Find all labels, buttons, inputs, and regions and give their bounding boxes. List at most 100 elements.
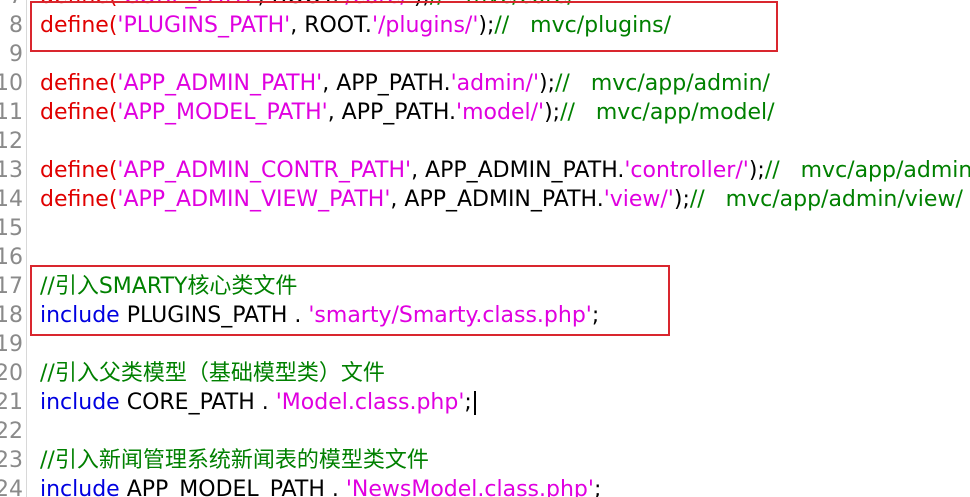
line-number: 22 (0, 419, 23, 444)
code-token-cst: ); (539, 71, 556, 96)
code-line[interactable]: 22 (0, 417, 970, 446)
code-token-fn: define( (40, 13, 118, 38)
line-number: 21 (0, 390, 23, 415)
code-line[interactable]: 11 define('APP_MODEL_PATH', APP_PATH.'mod… (0, 98, 970, 127)
highlight-box-smarty-include (30, 265, 670, 336)
code-token-str: 'Model.class.php' (275, 390, 465, 415)
code-token-cst: , APP_PATH. (327, 100, 457, 125)
code-line[interactable]: 18 include PLUGINS_PATH . 'smarty/Smarty.… (0, 301, 970, 330)
line-number: 17 (0, 274, 23, 299)
code-token-cmt: // mvc/app/admin/view/ (689, 187, 963, 212)
code-token-str: '/plugins/' (371, 13, 479, 38)
code-token-kw: include (40, 303, 120, 328)
code-token-str: 'APP_MODEL_PATH' (117, 100, 328, 125)
code-token-cmt: //引入父类模型（基础模型类）文件 (40, 361, 385, 386)
code-token-cst: ); (414, 0, 430, 9)
code-text[interactable]: //引入新闻管理系统新闻表的模型类文件 (40, 446, 429, 475)
line-number: 19 (0, 332, 23, 357)
code-token-str: 'smarty/Smarty.class.php' (308, 303, 592, 328)
line-number: 11 (0, 100, 23, 125)
code-token-cst: ); (544, 100, 561, 125)
code-token-cst: ); (748, 158, 765, 183)
code-token-cst: , APP_ADMIN_PATH. (411, 158, 625, 183)
code-line[interactable]: 15 (0, 214, 970, 243)
code-text[interactable]: //引入父类模型（基础模型类）文件 (40, 359, 385, 388)
code-token-cst: APP_MODEL_PATH . (119, 477, 346, 497)
code-token-cst: ; (593, 477, 602, 497)
code-line[interactable]: 13 define('APP_ADMIN_CONTR_PATH', APP_ADM… (0, 156, 970, 185)
code-line[interactable]: 10 define('APP_ADMIN_PATH', APP_PATH.'adm… (0, 69, 970, 98)
line-number: 10 (0, 71, 23, 96)
line-number-gutter (0, 0, 26, 497)
line-number: 14 (0, 187, 23, 212)
code-token-fn: define( (40, 0, 117, 9)
code-token-cst: , ROOT. (290, 13, 372, 38)
code-line[interactable]: 8 define('PLUGINS_PATH', ROOT.'/plugins/'… (0, 11, 970, 40)
gutter-divider (26, 0, 27, 497)
code-line[interactable]: 17 //引入SMARTY核心类文件 (0, 272, 970, 301)
code-line[interactable]: 16 (0, 243, 970, 272)
line-number: 18 (0, 303, 23, 328)
code-token-cmt: //引入SMARTY核心类文件 (40, 274, 298, 299)
code-token-cst: ); (673, 187, 690, 212)
code-line[interactable]: 20 //引入父类模型（基础模型类）文件 (0, 359, 970, 388)
code-token-fn: define( (40, 100, 118, 125)
code-token-str: 'CORE_PATH' (117, 0, 257, 9)
code-token-cst: ; (591, 303, 600, 328)
code-token-cst: ); (478, 13, 495, 38)
code-token-cst: ; (464, 390, 472, 415)
code-text[interactable]: define('APP_ADMIN_VIEW_PATH', APP_ADMIN_… (40, 185, 963, 214)
code-token-str: 'APP_ADMIN_CONTR_PATH' (117, 158, 412, 183)
code-text[interactable]: define('APP_ADMIN_PATH', APP_PATH.'admin… (40, 69, 770, 98)
code-token-cst: PLUGINS_PATH . (119, 303, 309, 328)
line-number: 9 (9, 42, 23, 67)
text-cursor (473, 391, 476, 415)
code-token-cmt: // mvc/core/ (430, 0, 575, 9)
line-number: 16 (0, 245, 23, 270)
code-token-cst: CORE_PATH . (119, 390, 276, 415)
code-token-str: 'view/' (603, 187, 674, 212)
code-token-str: 'NewsModel.class.php' (345, 477, 594, 497)
code-token-cst: , ROOT. (258, 0, 340, 9)
code-token-cmt: // mvc/app/model/ (560, 100, 775, 125)
code-token-kw: include (40, 390, 120, 415)
code-text[interactable]: include PLUGINS_PATH . 'smarty/Smarty.cl… (40, 301, 599, 330)
code-token-str: 'controller/' (624, 158, 749, 183)
code-line[interactable]: 9 (0, 40, 970, 69)
line-number: 20 (0, 361, 23, 386)
code-token-cst: , APP_PATH. (322, 71, 451, 96)
code-line[interactable]: 14 define('APP_ADMIN_VIEW_PATH', APP_ADMI… (0, 185, 970, 214)
code-token-cmt: //引入新闻管理系统新闻表的模型类文件 (40, 448, 429, 473)
code-token-str: 'PLUGINS_PATH' (117, 13, 291, 38)
code-text[interactable]: //引入SMARTY核心类文件 (40, 272, 297, 301)
code-line[interactable]: 21 include CORE_PATH . 'Model.class.php'; (0, 388, 970, 417)
code-token-str: 'model/' (456, 100, 545, 125)
code-text[interactable]: include CORE_PATH . 'Model.class.php'; (40, 388, 476, 417)
code-text[interactable]: define('APP_ADMIN_CONTR_PATH', APP_ADMIN… (40, 156, 970, 185)
highlight-box-plugins-define (30, 1, 778, 52)
code-token-cmt: // mvc/app/admin/ (555, 71, 770, 96)
line-number: 13 (0, 158, 23, 183)
line-number: 23 (0, 448, 23, 473)
line-number: 15 (0, 216, 23, 241)
code-token-str: 'APP_ADMIN_VIEW_PATH' (117, 187, 391, 212)
code-line[interactable]: 19 (0, 330, 970, 359)
code-line[interactable]: 7define('CORE_PATH', ROOT.'/core/');// m… (0, 0, 970, 11)
code-text[interactable]: include APP_MODEL_PATH . 'NewsModel.clas… (40, 475, 601, 497)
line-number: 8 (9, 13, 23, 38)
code-token-str: 'admin/' (450, 71, 540, 96)
code-line[interactable]: 12 (0, 127, 970, 156)
code-text[interactable]: define('CORE_PATH', ROOT.'/core/');// mv… (40, 0, 575, 11)
code-line[interactable]: 23 //引入新闻管理系统新闻表的模型类文件 (0, 446, 970, 475)
code-token-cmt: // mvc/app/admin/controller/ (764, 158, 970, 183)
code-token-str: 'APP_ADMIN_PATH' (117, 71, 323, 96)
code-token-kw: include (40, 477, 120, 497)
code-token-fn: define( (40, 71, 118, 96)
code-token-cmt: // mvc/plugins/ (494, 13, 672, 38)
code-text[interactable]: define('APP_MODEL_PATH', APP_PATH.'model… (40, 98, 775, 127)
code-text[interactable]: define('PLUGINS_PATH', ROOT.'/plugins/')… (40, 11, 671, 40)
code-token-fn: define( (40, 158, 118, 183)
code-token-str: '/core/' (339, 0, 414, 9)
